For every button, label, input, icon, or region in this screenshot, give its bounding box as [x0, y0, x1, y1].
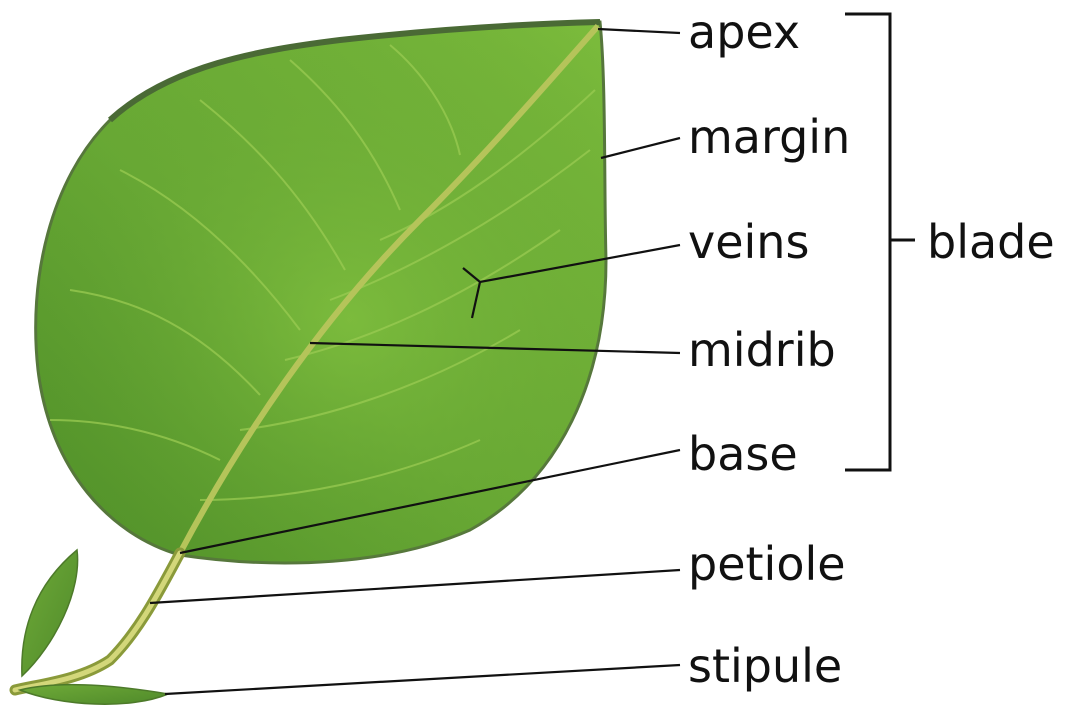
- leader-stipule: [165, 665, 680, 694]
- label-base: base: [688, 427, 798, 481]
- stipule-upper: [22, 550, 78, 676]
- leader-petiole: [150, 570, 680, 603]
- blade-bracket: [845, 14, 890, 470]
- leader-apex: [598, 29, 680, 33]
- label-midrib: midrib: [688, 323, 836, 377]
- label-apex: apex: [688, 5, 800, 59]
- label-margin: margin: [688, 110, 850, 164]
- label-stipule: stipule: [688, 639, 842, 693]
- label-blade: blade: [927, 215, 1055, 269]
- leader-margin: [601, 138, 680, 158]
- label-petiole: petiole: [688, 537, 846, 591]
- stipule-lower: [20, 685, 168, 704]
- label-veins: veins: [688, 215, 809, 269]
